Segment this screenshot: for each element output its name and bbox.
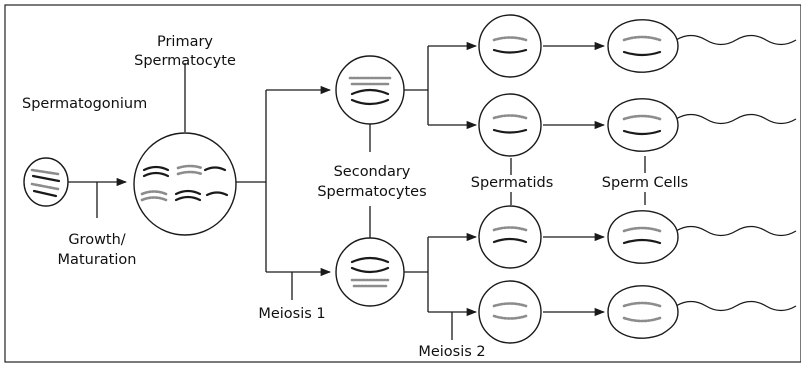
label-secondary-line2: Spermatocytes [317,184,426,200]
sperm-cell-3 [607,210,679,264]
primary-spermatocyte-cell [133,132,237,236]
label-primary-line2: Spermatocyte [134,53,236,69]
sperm-cell-1 [607,19,679,73]
label-spermatids: Spermatids [471,175,554,191]
secondary-spermatocyte-bottom-cell [335,237,405,307]
label-meiosis-2: Meiosis 2 [418,344,485,360]
sperm-tail-3 [675,225,797,237]
spermatid-cell-1 [478,14,542,78]
diagram-frame [4,4,801,363]
spermatid-cell-3 [478,205,542,269]
spermatid-cell-2 [478,93,542,157]
sperm-tail-4 [675,300,797,312]
label-growth-line1: Growth/ [68,232,125,248]
label-meiosis-1: Meiosis 1 [258,306,325,322]
label-secondary-line1: Secondary [334,164,411,180]
sperm-cell-2 [607,98,679,152]
label-growth-line2: Maturation [58,252,137,268]
sperm-cell-4 [607,285,679,339]
label-primary-line1: Primary [157,34,213,50]
secondary-spermatocyte-top-cell [335,55,405,125]
sperm-tail-2 [675,113,797,125]
label-sperm-cells: Sperm Cells [602,175,688,191]
spermatogonium-cell [23,157,69,207]
label-spermatogonium: Spermatogonium [22,96,147,112]
spermatid-cell-4 [478,280,542,344]
sperm-tail-1 [675,34,797,46]
